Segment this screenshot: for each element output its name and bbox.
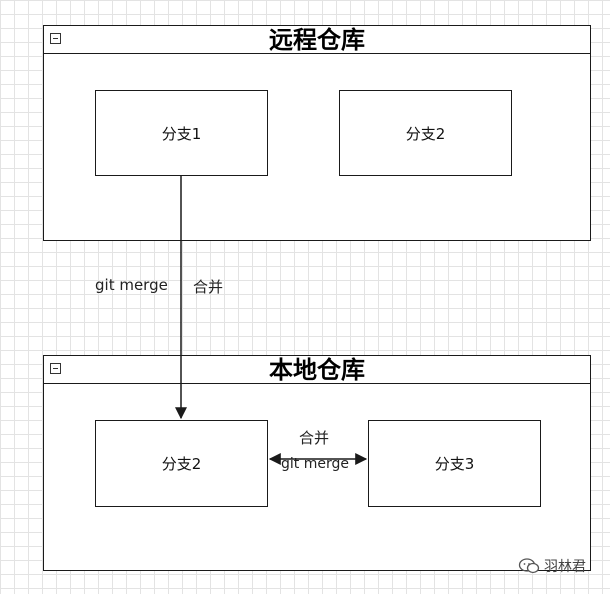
edge-label-git-merge: git merge bbox=[95, 276, 168, 294]
edge-label-merge: 合并 bbox=[193, 278, 224, 296]
watermark-text: 羽林君 bbox=[544, 559, 586, 575]
local-branch-2[interactable]: 分支2 bbox=[95, 420, 268, 507]
watermark: 羽林君 bbox=[518, 556, 586, 576]
remote-branch-1[interactable]: 分支1 bbox=[95, 90, 268, 176]
local-branch-3[interactable]: 分支3 bbox=[368, 420, 541, 507]
wechat-icon bbox=[518, 558, 540, 574]
remote-repo-header: 远程仓库 bbox=[44, 26, 590, 54]
local-repo-header: 本地仓库 bbox=[44, 356, 590, 384]
remote-repo-title: 远程仓库 bbox=[269, 26, 365, 54]
local-repo-title: 本地仓库 bbox=[269, 356, 365, 384]
collapse-icon[interactable] bbox=[50, 33, 61, 44]
edge-label-merge-local: 合并 bbox=[299, 429, 330, 447]
collapse-icon[interactable] bbox=[50, 363, 61, 374]
remote-branch-2[interactable]: 分支2 bbox=[339, 90, 512, 176]
edge-label-git-merge-local: git merge bbox=[281, 456, 349, 472]
